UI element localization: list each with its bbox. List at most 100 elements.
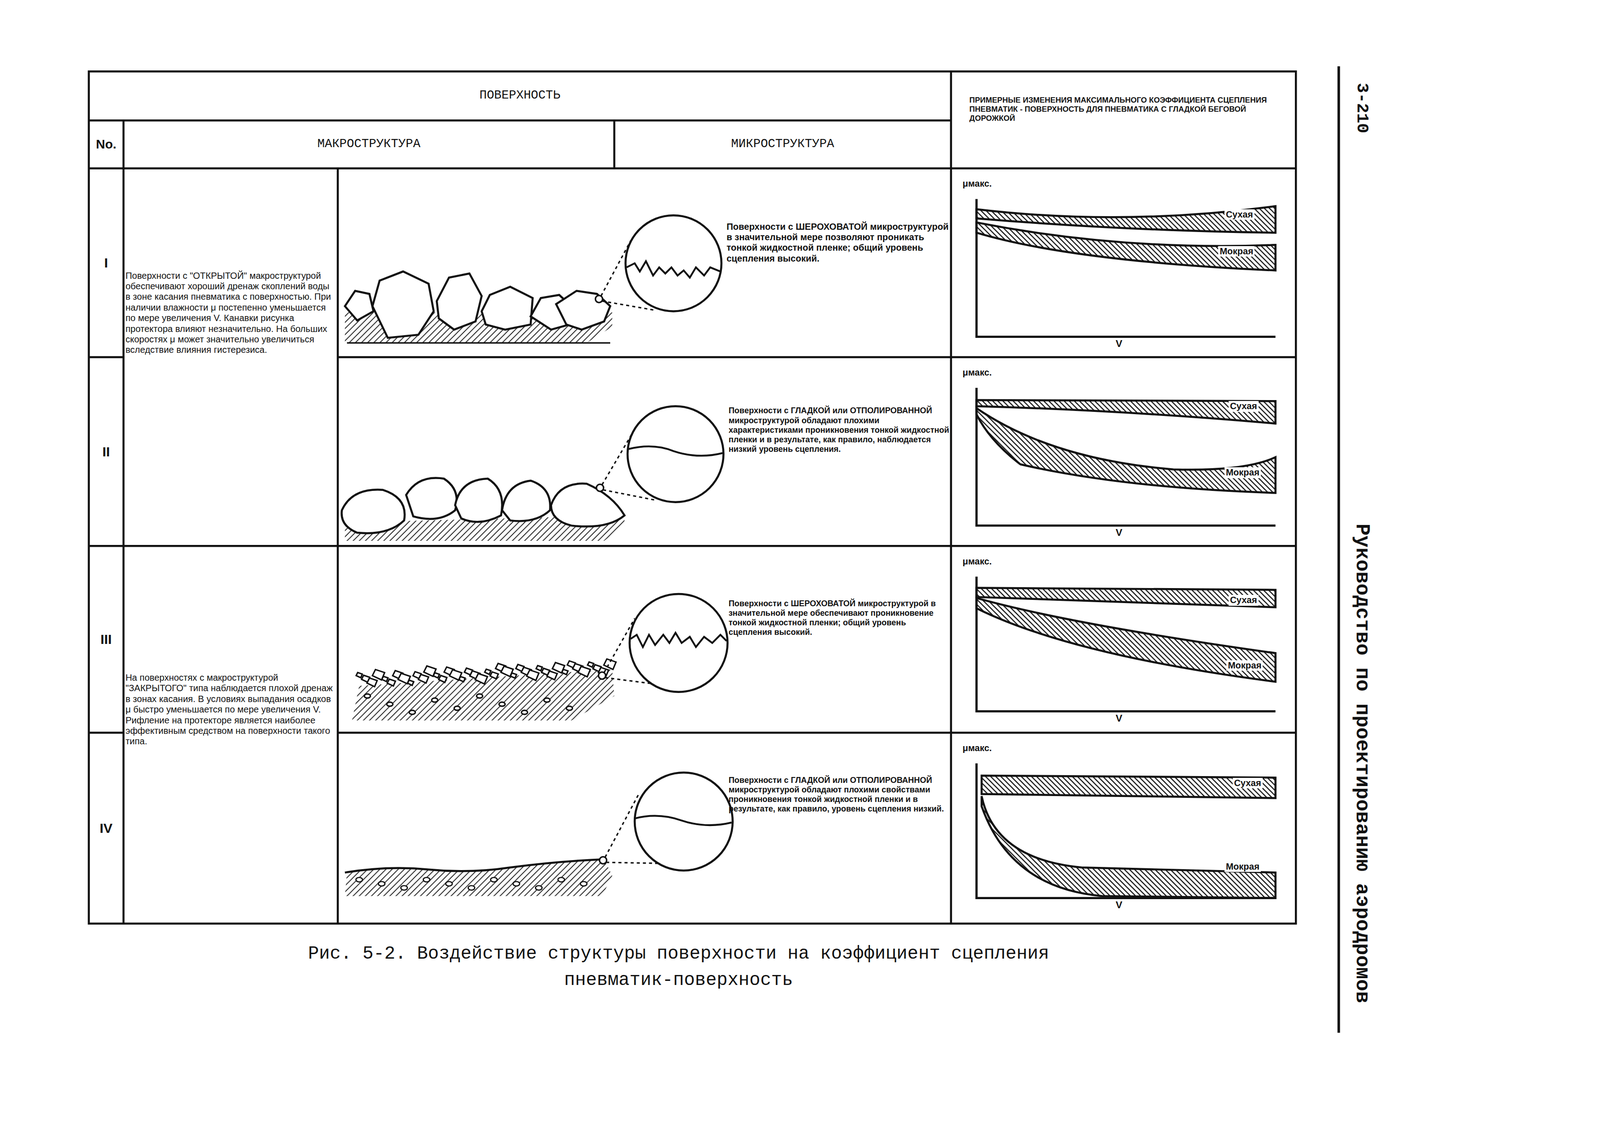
micro-callouts-part	[602, 432, 656, 500]
row-number: I	[104, 254, 109, 271]
axis-label: μмакс.	[961, 556, 993, 567]
pebbles-part	[513, 881, 520, 886]
gravel-part	[489, 671, 499, 679]
friction-bands-part	[976, 587, 1276, 608]
chart-header-cell: ПРИМЕРНЫЕ ИЗМЕНЕНИЯ МАКСИМАЛЬНОГО КОЭФФИ…	[951, 71, 1297, 169]
micro-callouts-part	[601, 240, 656, 311]
gravel-part	[526, 669, 539, 681]
micro-description: Поверхности с ШЕРОХОВАТОЙ микроструктуро…	[728, 598, 952, 638]
row-number: IV	[99, 819, 113, 836]
macro-text-cell: На поверхностях с макроструктурой "ЗАКРЫ…	[123, 545, 338, 924]
macro-illustration-part	[345, 859, 605, 873]
macro-illustration	[341, 271, 625, 896]
micro-callouts-part	[605, 793, 660, 864]
pebbles-part	[580, 881, 587, 886]
axis-label: V	[1114, 898, 1124, 911]
row-number-cell: III	[88, 545, 124, 733]
table-grid-part	[123, 71, 952, 924]
header-text: ПОВЕРХНОСТЬ	[479, 88, 561, 104]
micro-callouts-part	[596, 483, 604, 492]
axis-label: V	[1114, 712, 1124, 725]
gravel-part	[566, 706, 573, 711]
pebbles	[355, 877, 588, 890]
macro-description: Поверхности с "ОТКРЫТОЙ" макроструктурой…	[125, 270, 336, 356]
micro-description: Поверхности с ШЕРОХОВАТОЙ микроструктуро…	[726, 221, 949, 265]
gravel-part	[431, 697, 438, 702]
axis-label: V	[1114, 337, 1124, 350]
chart-axes-part	[976, 198, 1276, 337]
table-grid-part	[88, 120, 1297, 733]
micro-callouts-part	[628, 446, 723, 456]
gravel-part	[543, 697, 550, 702]
illustration-cell: Поверхности с ГЛАДКОЙ или ОТПОЛИРОВАННОЙ…	[337, 732, 952, 924]
gravel-part	[387, 678, 396, 686]
friction-bands-part	[976, 206, 1276, 233]
macro-description: На поверхностях с макроструктурой "ЗАКРЫ…	[125, 672, 336, 747]
chart-axes-part	[976, 576, 1276, 712]
chart-cell: μмакс.СухаяМокраяV	[951, 545, 1297, 733]
figure-caption: Рис. 5-2. Воздействие структуры поверхно…	[296, 940, 1062, 994]
micro-description: Поверхности с ГЛАДКОЙ или ОТПОЛИРОВАННОЙ…	[728, 405, 952, 454]
gravel-part	[438, 675, 447, 683]
friction-bands-part	[976, 408, 1276, 494]
micro-callouts-part	[598, 671, 606, 680]
row-number-cell: IV	[88, 732, 124, 924]
gravel-part	[603, 658, 617, 670]
macro-illustration-part-part	[556, 290, 611, 330]
pebbles-part	[378, 881, 385, 886]
macro-illustration-part	[345, 859, 613, 896]
row-number: III	[100, 631, 112, 647]
row-number-cell: II	[88, 357, 124, 547]
gravel-part	[418, 674, 429, 683]
macro-illustration-part-part	[341, 489, 405, 534]
axis-label: V	[1114, 526, 1124, 539]
row-number: II	[102, 443, 110, 460]
gravel-part	[476, 693, 483, 698]
table-grid-part	[1337, 66, 1341, 1033]
friction-bands-part	[976, 222, 1276, 271]
macro-illustration-part-part	[454, 478, 503, 522]
micro-callouts-part	[629, 593, 728, 692]
illustration-cell: Поверхности с ГЛАДКОЙ или ОТПОЛИРОВАННОЙ…	[337, 357, 952, 547]
table-grid	[88, 66, 1339, 1033]
macro-illustration-part	[351, 669, 615, 721]
gravel-part	[409, 710, 415, 715]
macro-illustration-part	[341, 477, 625, 534]
macro-illustration-part-part	[406, 477, 457, 519]
header-cell: ПОВЕРХНОСТЬ	[88, 71, 952, 121]
chart-cell: μмакс. СухаяМокраяV	[951, 357, 1297, 547]
friction-bands	[976, 206, 1276, 899]
micro-callouts-part	[630, 632, 727, 647]
gravel-part	[407, 680, 414, 686]
gravel-part	[510, 672, 517, 678]
chart-cell: μмакс.СухаяМокраяV	[951, 732, 1297, 924]
friction-bands-part	[981, 775, 1276, 798]
page-number: 3-210	[1352, 83, 1372, 134]
gravel-part	[475, 673, 488, 684]
curve-label: Сухая	[1228, 400, 1259, 412]
header-text: ПРИМЕРНЫЕ ИЗМЕНЕНИЯ МАКСИМАЛЬНОГО КОЭФФИ…	[969, 95, 1291, 124]
chart-axes	[976, 198, 1276, 898]
macro-illustration-part-part	[481, 286, 533, 330]
running-title: Руководство по проектированию аэродромов	[1350, 523, 1374, 1003]
gravel-part	[459, 676, 465, 682]
axis-label: μмакс.	[961, 367, 993, 378]
macro-illustration-part-part	[551, 483, 625, 527]
curve-label: Мокрая	[1224, 467, 1261, 478]
macro-illustration-part-part	[372, 271, 434, 338]
macro-illustration-part-part	[345, 290, 374, 321]
micro-callouts-part	[627, 405, 724, 502]
gravel-part	[386, 701, 393, 707]
header-text: МИКРОСТРУКТУРА	[730, 137, 835, 152]
table-grid-part	[88, 71, 1297, 924]
micro-callouts-part	[634, 815, 732, 826]
gravel-part	[381, 676, 388, 682]
gravel-part	[355, 672, 362, 678]
header-cell: МИКРОСТРУКТУРА	[614, 120, 952, 169]
pebbles-part	[355, 877, 363, 882]
micro-callouts-part	[595, 295, 603, 303]
row-number-cell: I	[88, 168, 124, 358]
chart-cell: μмакс.СухаяМокраяV	[951, 168, 1297, 358]
macro-illustration-part-part	[502, 480, 551, 521]
curve-label: Мокрая	[1226, 660, 1263, 671]
